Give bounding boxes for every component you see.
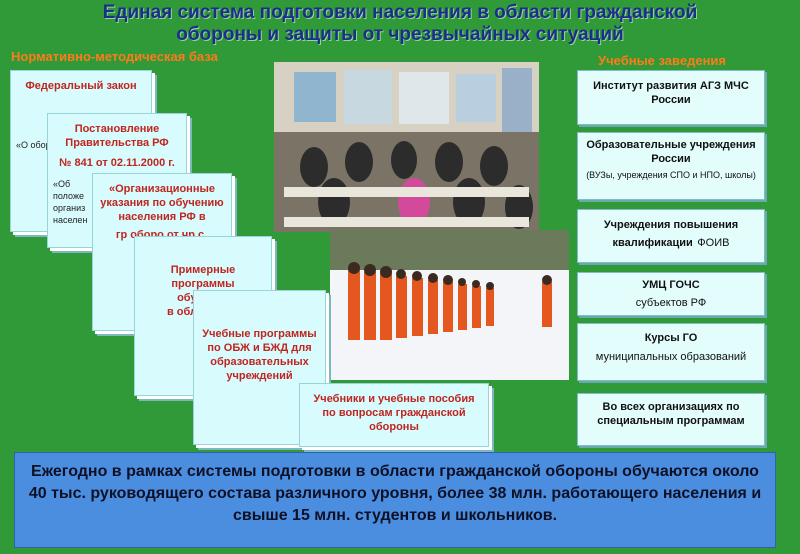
institution-umc: УМЦ ГОЧС субъектов РФ <box>577 272 765 316</box>
institution-agz-institute-title: Институт развития АГЗ МЧС России <box>593 80 749 106</box>
institution-educational-sub: (ВУЗы, учреждения СПО и НПО, школы) <box>586 170 756 180</box>
card-organizational-guidelines-header: «Организационные указания по обучению на… <box>100 183 224 223</box>
institution-all-organizations-title: Во всех организациях по специальным прог… <box>597 401 745 427</box>
title-line-1: Единая система подготовки населения в об… <box>102 2 698 23</box>
summary-text: Ежегодно в рамках системы подготовки в о… <box>28 463 762 524</box>
institution-agz-institute: Институт развития АГЗ МЧС России <box>577 70 765 125</box>
institution-qualification-sub: ФОИВ <box>697 237 730 249</box>
card-textbooks: Учебники и учебные пособия по вопросам г… <box>299 383 489 447</box>
slide-title: Единая система подготовки населения в об… <box>0 2 800 46</box>
rescuers-photo <box>330 230 569 380</box>
institution-educational-title: Образовательные учреждения России <box>586 139 756 165</box>
classroom-photo <box>274 62 539 232</box>
institution-qualification: Учреждения повышения квалификации ФОИВ <box>577 209 765 263</box>
card-federal-law-header: Федеральный закон <box>25 80 137 92</box>
institution-umc-title: УМЦ ГОЧС <box>642 279 700 291</box>
left-section-label: Нормативно-методическая база <box>11 49 218 64</box>
card-textbooks-header: Учебники и учебные пособия по вопросам г… <box>313 393 475 433</box>
rescuers-photo-image <box>330 230 569 380</box>
institution-go-courses: Курсы ГО муниципальных образований <box>577 323 765 381</box>
card-government-decree-header: Постановление Правительства РФ <box>65 123 169 149</box>
institution-go-courses-sub: муниципальных образований <box>595 351 747 363</box>
summary-box: Ежегодно в рамках системы подготовки в о… <box>14 452 776 548</box>
institution-go-courses-title: Курсы ГО <box>644 332 698 344</box>
title-line-2: обороны и защиты от чрезвычайных ситуаци… <box>176 24 624 45</box>
right-section-label: Учебные заведения <box>598 53 727 68</box>
institution-educational: Образовательные учреждения России (ВУЗы,… <box>577 132 765 200</box>
card-curricula-header: Учебные программы по ОБЖ и БЖД для образ… <box>202 328 317 382</box>
institution-umc-sub: субъектов РФ <box>635 297 707 309</box>
card-government-decree-sub: № 841 от 02.11.2000 г. <box>59 157 175 169</box>
classroom-photo-image <box>274 62 539 232</box>
institution-all-organizations: Во всех организациях по специальным прог… <box>577 393 765 446</box>
card-government-decree-body: «Об положе организ населен <box>53 179 88 225</box>
institution-qualification-title: Учреждения повышения квалификации <box>603 219 739 249</box>
card-federal-law-body: «О оборо <box>16 140 56 150</box>
